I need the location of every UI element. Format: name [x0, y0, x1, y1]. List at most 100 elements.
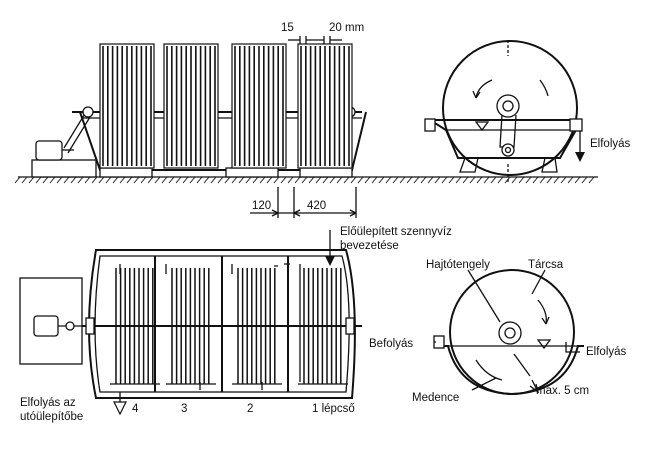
- hatch-line: [294, 176, 301, 184]
- hatch-line: [98, 176, 105, 184]
- hatch-line: [490, 176, 497, 184]
- max-depth-label: max. 5 cm: [536, 385, 589, 397]
- dim-spacing-marker: [250, 187, 357, 218]
- hatch-line: [497, 176, 504, 184]
- hatch-line: [35, 176, 42, 184]
- drive-housing: [19, 277, 83, 365]
- betolyas-label: Befolyás: [369, 338, 413, 350]
- elfolyas-right-text: Elfolyás: [590, 138, 631, 150]
- hatch-line: [217, 176, 224, 184]
- hatch-line: [140, 176, 147, 184]
- stage-2-label: 2: [247, 403, 253, 415]
- hatch-line: [301, 176, 308, 184]
- hatch-line: [308, 176, 315, 184]
- dim-120-text: 120: [252, 200, 271, 212]
- hatch-line: [567, 176, 574, 184]
- hatch-line: [574, 176, 581, 184]
- hatch-line: [406, 176, 413, 184]
- hatch-line: [560, 176, 567, 184]
- bearing-left: [82, 106, 94, 118]
- hatch-line: [511, 176, 518, 184]
- end-view: Elfolyás: [424, 40, 631, 182]
- dim-15-text: 15: [281, 22, 294, 34]
- ground-hatching: [14, 176, 595, 184]
- hatch-line: [427, 176, 434, 184]
- hatch-line: [420, 176, 427, 184]
- motor-plinth: [31, 159, 97, 178]
- hatch-line: [252, 176, 259, 184]
- hatch-line: [168, 176, 175, 184]
- disc-cross-section: [449, 269, 575, 395]
- hatch-line: [210, 176, 217, 184]
- outflow-label-2: utóülepítőbe: [20, 411, 83, 423]
- disc-end-view: [442, 40, 578, 176]
- disc-packs-side: [99, 43, 353, 169]
- basin-shape: [444, 345, 584, 396]
- hatch-line: [588, 176, 595, 184]
- stage-3-label: 3: [181, 403, 187, 415]
- hatch-line: [469, 176, 476, 184]
- hatch-line: [455, 176, 462, 184]
- hatch-line: [70, 176, 77, 184]
- hatch-line: [133, 176, 140, 184]
- hatch-line: [280, 176, 287, 184]
- hatch-line: [245, 176, 252, 184]
- hatch-line: [112, 176, 119, 184]
- hatch-line: [161, 176, 168, 184]
- hatch-line: [336, 176, 343, 184]
- disc-pack-side: [297, 43, 353, 169]
- motor: [35, 140, 63, 161]
- hatch-line: [231, 176, 238, 184]
- hatch-line: [175, 176, 182, 184]
- drive-shaft-section: [498, 321, 522, 345]
- hatch-line: [182, 176, 189, 184]
- hatch-line: [476, 176, 483, 184]
- hatch-line: [42, 176, 49, 184]
- hatch-line: [238, 176, 245, 184]
- hatch-line: [371, 176, 378, 184]
- hatch-line: [287, 176, 294, 184]
- hatch-line: [196, 176, 203, 184]
- inflow-label-2: bevezetése: [340, 240, 399, 252]
- hatch-line: [224, 176, 231, 184]
- hatch-line: [21, 176, 28, 184]
- hatch-line: [119, 176, 126, 184]
- side-elevation: 15 20 mm 120 420: [14, 22, 598, 218]
- hatch-line: [385, 176, 392, 184]
- hatch-line: [518, 176, 525, 184]
- hatch-line: [364, 176, 371, 184]
- hatch-line: [483, 176, 490, 184]
- hatch-line: [553, 176, 560, 184]
- hatch-line: [126, 176, 133, 184]
- hatch-line: [399, 176, 406, 184]
- hatch-line: [56, 176, 63, 184]
- hatch-line: [343, 176, 350, 184]
- disc-pack-side: [163, 43, 219, 169]
- hatch-line: [434, 176, 441, 184]
- hatch-line: [581, 176, 588, 184]
- disc-label: Tárcsa: [528, 259, 564, 271]
- hatch-line: [441, 176, 448, 184]
- hatch-line: [77, 176, 84, 184]
- hatch-line: [546, 176, 553, 184]
- tank-plan: [88, 249, 356, 399]
- outflow-label-1: Elfolyás az: [20, 397, 76, 409]
- shaft-hub: [496, 94, 520, 118]
- stage-4-label: 4: [132, 403, 139, 415]
- inflow-label-1: Előülepített szennyvíz: [340, 226, 452, 238]
- hatch-line: [154, 176, 161, 184]
- hatch-line: [84, 176, 91, 184]
- hatch-line: [14, 176, 21, 184]
- hatch-line: [448, 176, 455, 184]
- flow-arrows: [113, 230, 335, 416]
- hatch-line: [259, 176, 266, 184]
- elfolyas-small-label: Elfolyás: [586, 346, 627, 358]
- plan-view: 4 3 2 1 lépcső Előülepített szennyvíz be…: [19, 226, 452, 423]
- hatch-line: [189, 176, 196, 184]
- hatch-line: [105, 176, 112, 184]
- hatch-line: [378, 176, 385, 184]
- dim-20mm-text: 20 mm: [329, 22, 364, 34]
- motor-plan: [33, 315, 59, 337]
- hatch-line: [350, 176, 357, 184]
- hatch-line: [413, 176, 420, 184]
